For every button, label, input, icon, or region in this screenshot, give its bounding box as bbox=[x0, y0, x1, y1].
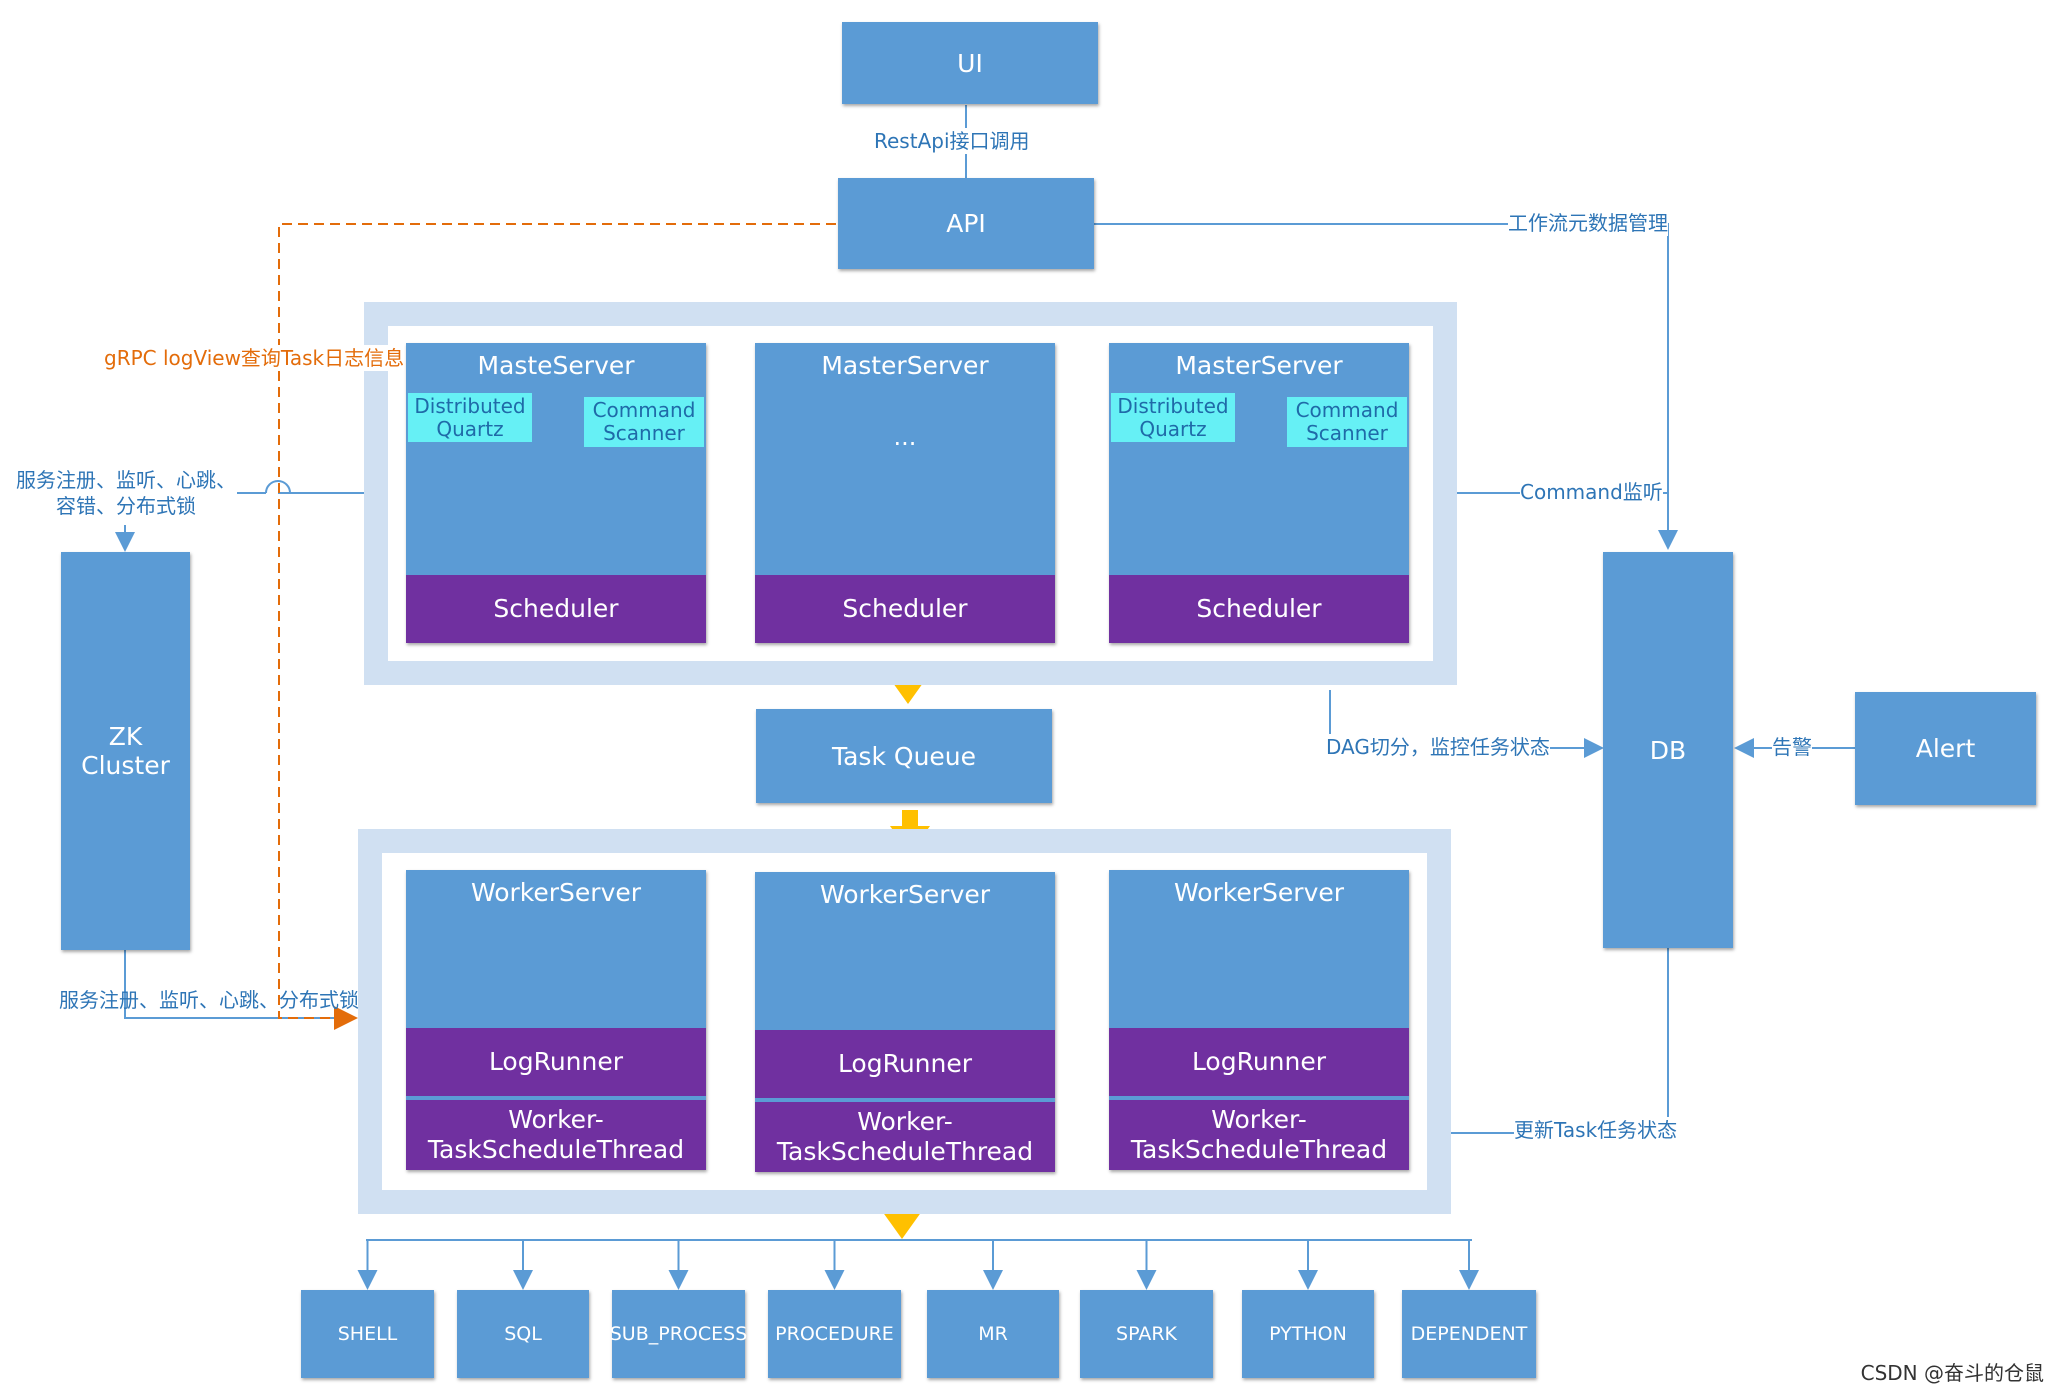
master-title: MasteServer bbox=[477, 351, 635, 380]
master-server-2: MasterServer ... Scheduler bbox=[755, 343, 1055, 643]
logrunner: LogRunner bbox=[406, 1028, 706, 1096]
task-schedule-thread: Worker- TaskScheduleThread bbox=[406, 1100, 706, 1170]
scheduler: Scheduler bbox=[755, 575, 1055, 643]
plugin-box: PROCEDURE bbox=[768, 1290, 901, 1378]
zk-worker-line bbox=[124, 950, 278, 1019]
plugin-box: SPARK bbox=[1080, 1290, 1213, 1378]
worker-title: WorkerServer bbox=[819, 880, 991, 909]
workflow-meta-label: 工作流元数据管理 bbox=[1508, 210, 1668, 236]
plugin-drops bbox=[357, 1240, 1479, 1290]
task-queue-box: Task Queue bbox=[756, 709, 1052, 803]
logrunner: LogRunner bbox=[755, 1030, 1055, 1098]
watermark: CSDN @奋斗的仓鼠 bbox=[1860, 1361, 2044, 1385]
plugin-box: SQL bbox=[457, 1290, 589, 1378]
alarm-label: 告警 bbox=[1772, 734, 1812, 760]
plugin-box: MR bbox=[927, 1290, 1059, 1378]
plugin-box: PYTHON bbox=[1242, 1290, 1374, 1378]
update-task-label: 更新Task任务状态 bbox=[1514, 1117, 1678, 1143]
worker-title: WorkerServer bbox=[470, 878, 642, 907]
distributed-quartz: Distributed Quartz bbox=[1111, 393, 1235, 442]
command-listen-label: Command监听 bbox=[1520, 479, 1663, 505]
logrunner: LogRunner bbox=[1109, 1028, 1409, 1096]
plugin-box: SUB_PROCESS bbox=[610, 1290, 747, 1378]
command-scanner: Command Scanner bbox=[1287, 397, 1407, 447]
master-title: MasterServer bbox=[1175, 351, 1343, 380]
master-title: MasterServer bbox=[821, 351, 989, 380]
worker-server-1: WorkerServer LogRunner Worker- TaskSched… bbox=[406, 870, 706, 1170]
dag-split-label: DAG切分，监控任务状态 bbox=[1326, 734, 1550, 760]
db-box: DB bbox=[1603, 552, 1733, 948]
zk-cluster-box: ZK Cluster bbox=[61, 552, 190, 950]
task-schedule-thread: Worker- TaskScheduleThread bbox=[755, 1102, 1055, 1172]
worker-server-2: WorkerServer LogRunner Worker- TaskSched… bbox=[755, 872, 1055, 1172]
zk-master-label: 服务注册、监听、心跳、 容错、分布式锁 bbox=[16, 468, 236, 518]
worker-title: WorkerServer bbox=[1173, 878, 1345, 907]
command-scanner: Command Scanner bbox=[584, 397, 704, 447]
yellow-arrow bbox=[882, 1195, 922, 1239]
task-schedule-thread: Worker- TaskScheduleThread bbox=[1109, 1100, 1409, 1170]
ellipsis: ... bbox=[893, 423, 917, 451]
distributed-quartz: Distributed Quartz bbox=[408, 393, 532, 442]
zk-worker-label: 服务注册、监听、心跳、分布式锁 bbox=[59, 988, 359, 1012]
worker-server-3: WorkerServer LogRunner Worker- TaskSched… bbox=[1109, 870, 1409, 1170]
alert-box: Alert bbox=[1855, 692, 2036, 805]
plugin-box: DEPENDENT bbox=[1402, 1290, 1536, 1378]
api-db-line bbox=[1092, 223, 1678, 550]
ui-box: UI bbox=[842, 22, 1098, 104]
scheduler: Scheduler bbox=[1109, 575, 1409, 643]
master-server-1: MasteServer Distributed Quartz Command S… bbox=[406, 343, 706, 643]
grpc-label: gRPC logView查询Task日志信息 bbox=[104, 345, 405, 371]
zk-master-hop bbox=[265, 480, 291, 494]
api-box: API bbox=[838, 178, 1094, 269]
restapi-label: RestApi接口调用 bbox=[874, 128, 1030, 154]
plugin-box: SHELL bbox=[301, 1290, 434, 1378]
grpc-dashed-line bbox=[278, 223, 836, 1030]
master-server-3: MasterServer Distributed Quartz Command … bbox=[1109, 343, 1409, 643]
scheduler: Scheduler bbox=[406, 575, 706, 643]
